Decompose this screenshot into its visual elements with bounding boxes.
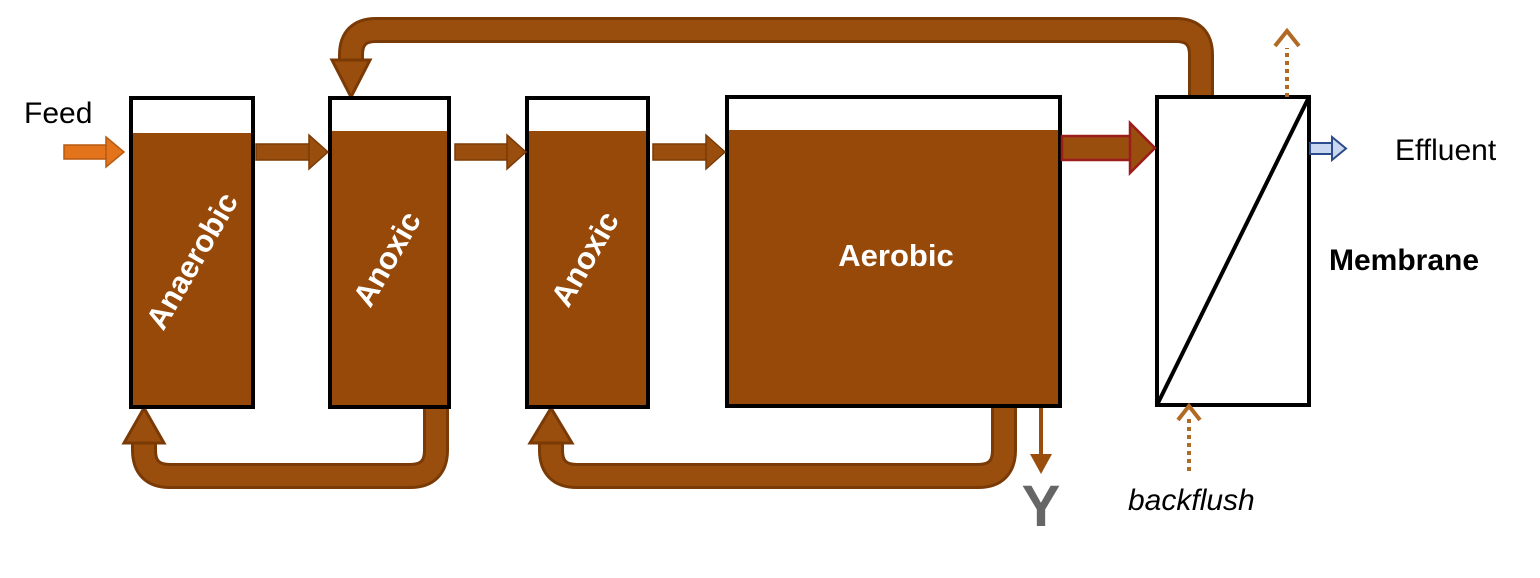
bottom-recycle-pipe-1 (121, 404, 449, 489)
flow-arrow-anoxic-to-anoxic (454, 133, 528, 171)
tank-aerobic: Aerobic (725, 95, 1062, 408)
tank-anaerobic: Anaerobic (129, 96, 255, 409)
flow-arrow-aerobic-to-membrane (1060, 119, 1157, 177)
backflush-label: backflush (1128, 484, 1255, 517)
bottom-recycle-pipe-2 (527, 405, 1017, 489)
effluent-label: Effluent (1395, 134, 1497, 167)
dotted-arrow-up (1273, 27, 1301, 97)
tank-anoxic-2: Anoxic (525, 96, 650, 409)
top-recycle-pipe (329, 17, 1214, 101)
flow-arrow-anaerobic-to-anoxic (255, 133, 330, 171)
feed-label: Feed (24, 97, 92, 130)
tank-anoxic-1: Anoxic (328, 96, 451, 409)
waste-y-label: Y (1022, 474, 1061, 539)
feed-arrow (63, 135, 126, 169)
membrane-module (1155, 95, 1311, 407)
effluent-arrow (1309, 134, 1348, 163)
membrane-label: Membrane (1329, 244, 1479, 277)
backflush-arrow (1176, 402, 1202, 471)
tank-label-aerobic: Aerobic (838, 238, 953, 273)
waste-sludge-arrow (1030, 406, 1052, 474)
flow-arrow-anoxic-to-aerobic (652, 133, 727, 171)
